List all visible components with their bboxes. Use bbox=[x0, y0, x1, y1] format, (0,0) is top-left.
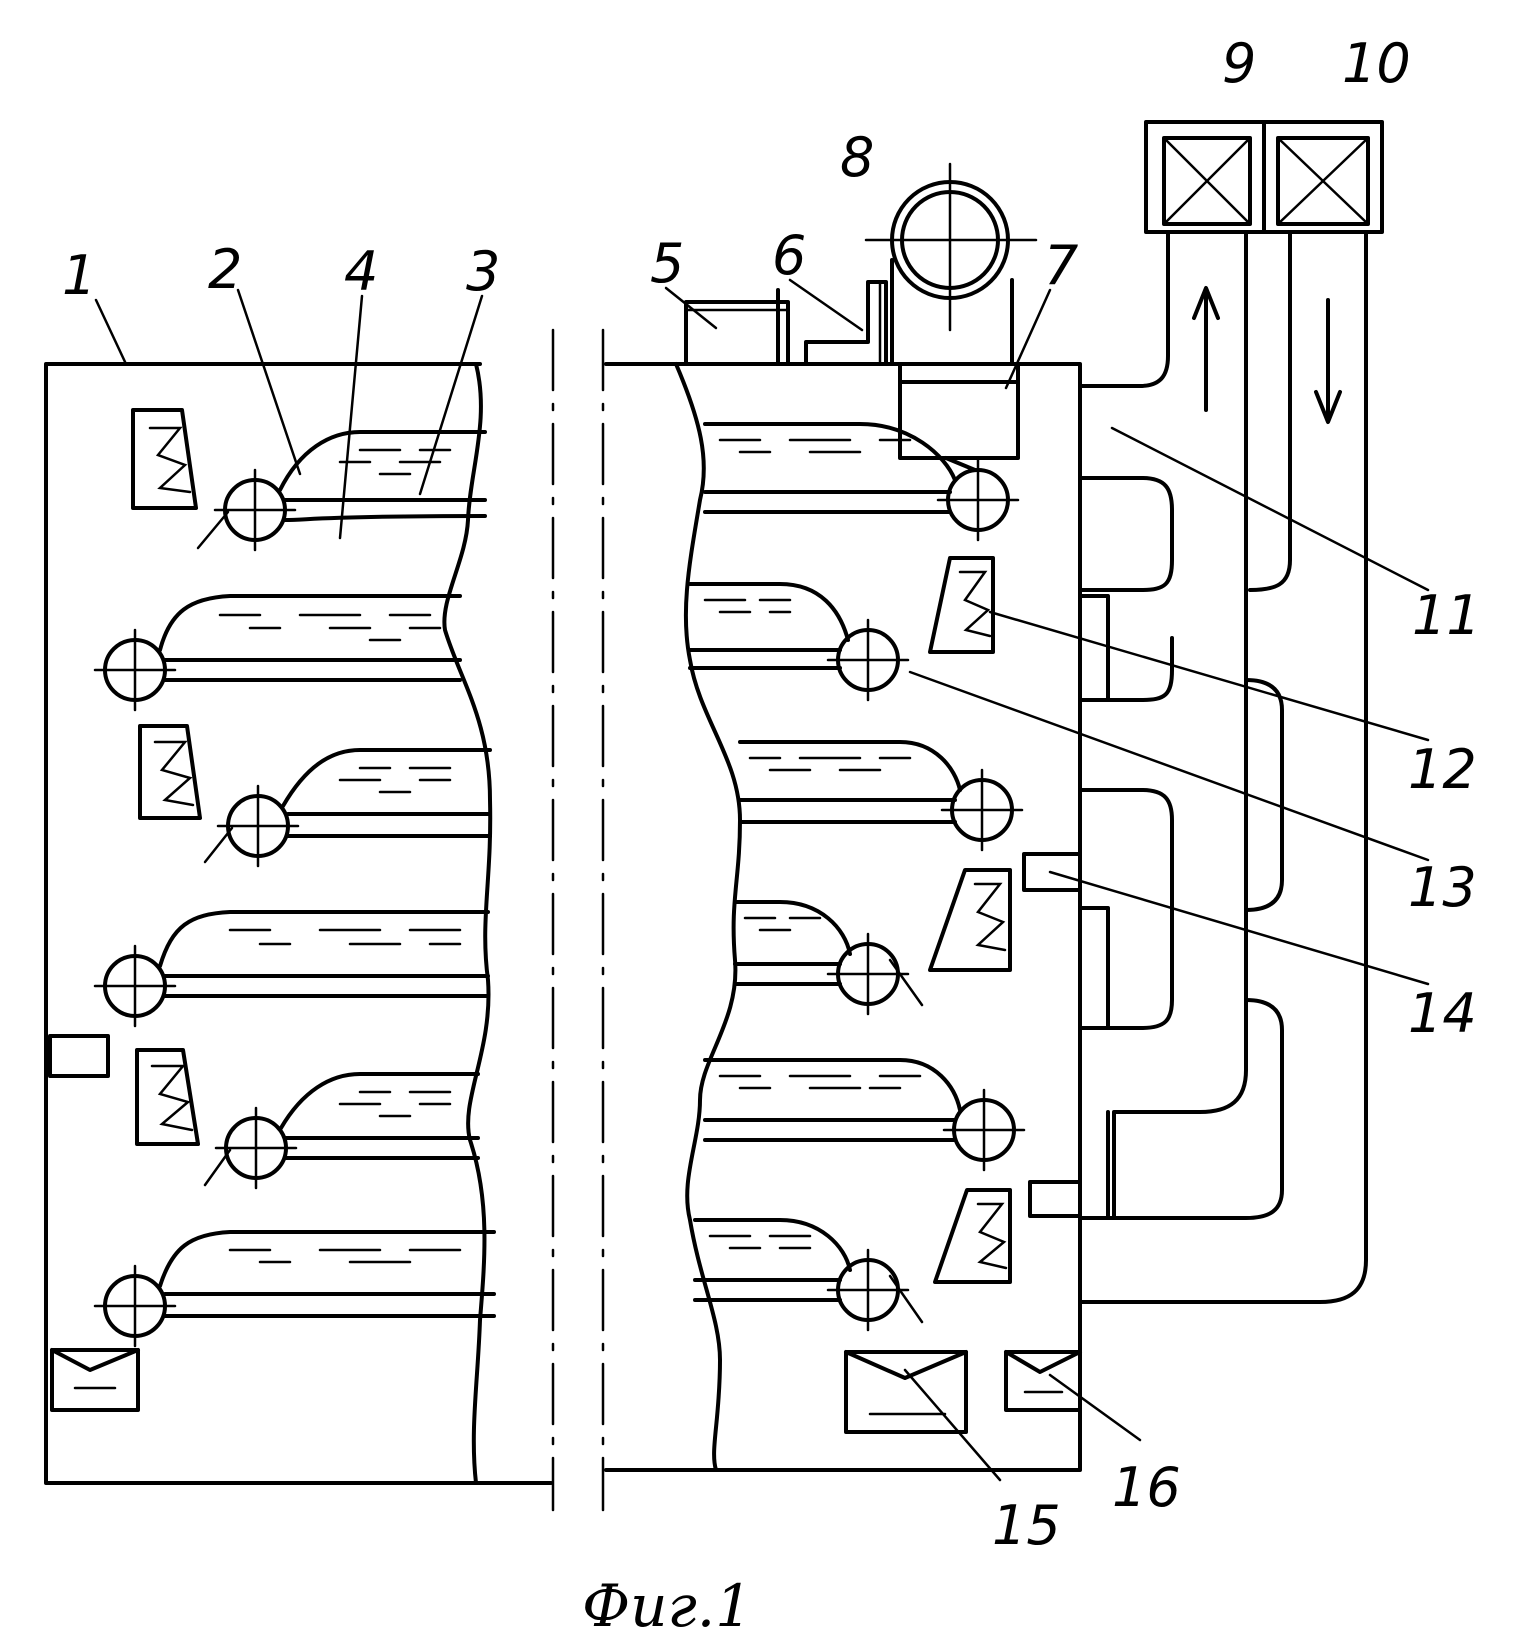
break-line bbox=[553, 330, 603, 1510]
label-15: 15 bbox=[992, 1494, 1061, 1557]
heater-icon bbox=[935, 1190, 1010, 1282]
left-small-parts bbox=[50, 1036, 138, 1410]
heater-icon bbox=[930, 558, 993, 652]
shelf-right-1 bbox=[705, 424, 1018, 540]
left-heaters bbox=[133, 410, 200, 1144]
drain-tray-icon bbox=[1006, 1352, 1080, 1410]
label-3: 3 bbox=[466, 240, 500, 303]
component-5 bbox=[686, 290, 788, 364]
label-4: 4 bbox=[344, 240, 378, 303]
label-16: 16 bbox=[1112, 1456, 1181, 1519]
label-11: 11 bbox=[1412, 584, 1481, 647]
left-shelves bbox=[95, 432, 494, 1346]
fan-icon bbox=[866, 164, 1036, 364]
heater-icon bbox=[930, 870, 1010, 970]
piping bbox=[1080, 232, 1366, 1302]
figure-caption: Фиг.1 bbox=[582, 1572, 752, 1640]
heater-icon bbox=[137, 1050, 198, 1144]
label-2: 2 bbox=[208, 238, 242, 301]
label-5: 5 bbox=[650, 232, 684, 295]
component-7 bbox=[900, 364, 1018, 470]
label-1: 1 bbox=[62, 244, 96, 307]
shelf-right-2 bbox=[690, 584, 908, 700]
component-6 bbox=[806, 282, 886, 364]
label-14: 14 bbox=[1408, 982, 1477, 1045]
label-12: 12 bbox=[1408, 738, 1477, 801]
units-9-10 bbox=[1146, 122, 1382, 232]
shelf-left-2 bbox=[95, 596, 460, 710]
right-small-parts bbox=[846, 854, 1080, 1432]
right-liquid-dashes bbox=[705, 440, 920, 1248]
label-7: 7 bbox=[1044, 234, 1078, 297]
reference-labels: 1 2 4 3 5 6 8 7 9 10 11 12 13 14 15 16 bbox=[62, 32, 1481, 1557]
right-heaters bbox=[930, 558, 1010, 1282]
drain-tray-icon bbox=[52, 1350, 138, 1410]
label-6: 6 bbox=[772, 224, 806, 287]
label-9: 9 bbox=[1222, 32, 1256, 95]
label-13: 13 bbox=[1408, 856, 1477, 919]
heater-icon bbox=[133, 410, 196, 508]
label-8: 8 bbox=[840, 126, 874, 189]
heater-icon bbox=[140, 726, 200, 818]
label-10: 10 bbox=[1342, 32, 1411, 95]
